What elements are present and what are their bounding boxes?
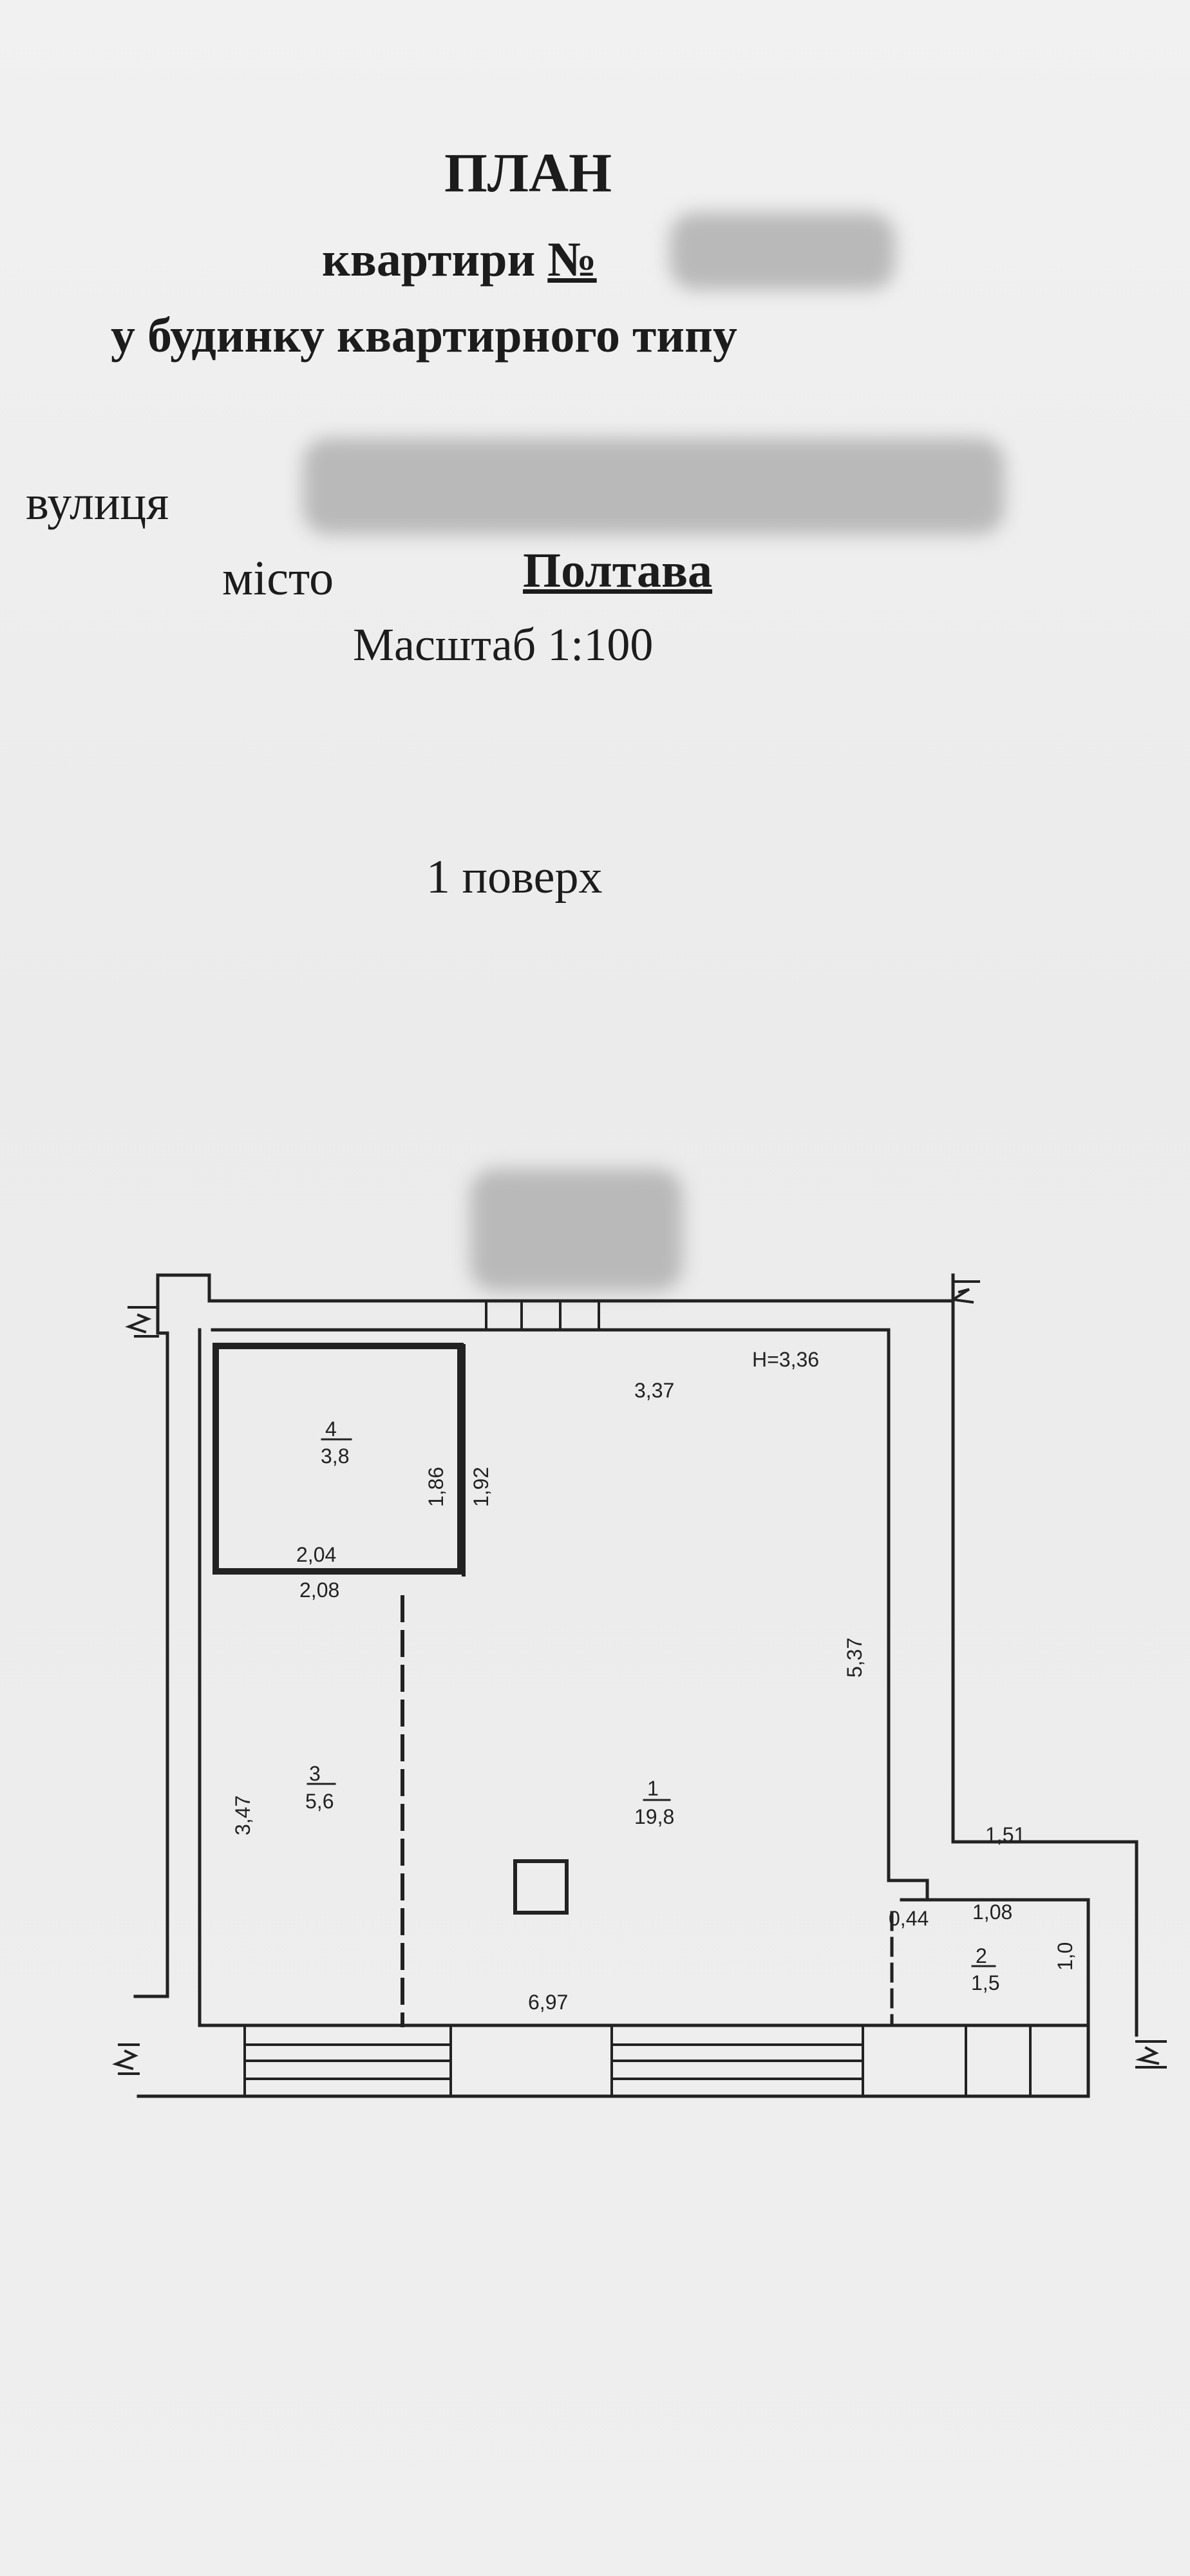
dim-step-width: 1,51: [985, 1823, 1025, 1846]
floor-plan: H=3,36 3,37 4 3,8 1,86 1,92 2,04 2,08 1 …: [112, 1273, 1167, 2098]
ceiling-height-label: H=3,36: [752, 1348, 819, 1371]
room4-outline: [212, 1343, 464, 1575]
city-value: Полтава: [523, 544, 713, 598]
dim-room3-height: 3,47: [231, 1795, 254, 1835]
room4-area: 3,8: [321, 1444, 349, 1468]
outer-wall-top: [156, 1273, 955, 1303]
window-top: [485, 1300, 600, 1331]
dim-right-height: 5,37: [843, 1638, 866, 1678]
dim-room4-inner-width: 2,04: [296, 1543, 336, 1566]
outer-wall-left: [133, 1273, 169, 1998]
column: [513, 1859, 569, 1915]
apartment-number-label: №: [547, 232, 597, 287]
window-room2: [965, 2024, 1032, 2098]
break-mark-right-top: [949, 1280, 980, 1304]
dim-room4-outer-height: 1,92: [469, 1467, 493, 1507]
room2-wall: [900, 1898, 1090, 2098]
window-bottom-left: [243, 2024, 452, 2098]
apartment-label: квартири: [322, 232, 536, 287]
room1-number: 1: [647, 1777, 659, 1800]
room4-number: 4: [325, 1417, 337, 1441]
plan-title: ПЛАН: [444, 142, 612, 204]
dim-recess-width: 0,44: [889, 1907, 929, 1930]
room3-number: 3: [309, 1762, 321, 1785]
dim-room2-height: 1,0: [1053, 1942, 1077, 1971]
room1-area: 19,8: [634, 1805, 674, 1828]
break-mark-left-bottom: [112, 2043, 140, 2075]
plan-subtitle-apartment: квартири №: [322, 232, 597, 288]
dim-room2-width: 1,08: [972, 1900, 1012, 1924]
redacted-apartment-number: [670, 213, 895, 290]
inner-wall-right: [887, 1328, 929, 1902]
room3-area: 5,6: [305, 1790, 334, 1813]
dim-room4-inner-height: 1,86: [424, 1467, 448, 1507]
scale-label: Масштаб 1:100: [353, 619, 654, 670]
plan-subtitle-building: у будинку квартирного типу: [111, 308, 737, 363]
room2-number: 2: [976, 1944, 987, 1967]
room2-area: 1,5: [971, 1971, 999, 1994]
street-label: вулиця: [26, 476, 169, 530]
dim-top-width: 3,37: [634, 1379, 674, 1402]
redacted-plan-label: [470, 1169, 683, 1291]
window-bottom-right: [610, 2024, 864, 2098]
floor-label: 1 поверх: [426, 851, 603, 904]
break-mark-left-top: [125, 1306, 159, 1338]
outer-wall-right-upper: [951, 1299, 1138, 2037]
redacted-street-name: [303, 438, 1005, 535]
dim-bottom-width: 6,97: [528, 1991, 568, 2014]
city-label: місто: [222, 551, 334, 605]
dim-room4-outer-width: 2,08: [299, 1578, 339, 1602]
break-mark-right-bottom: [1135, 2040, 1167, 2069]
